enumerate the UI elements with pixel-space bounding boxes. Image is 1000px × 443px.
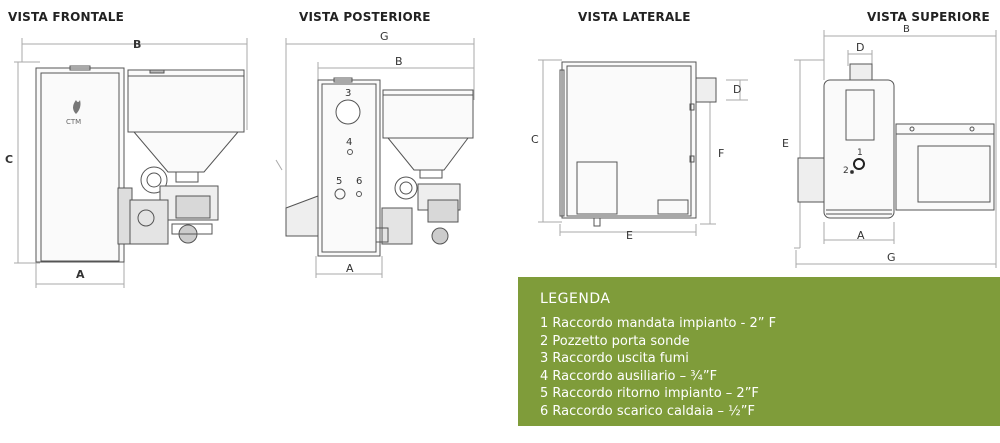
- side-dim-C: C: [531, 133, 539, 146]
- rear-dim-G: G: [380, 30, 389, 43]
- top-dim-G: G: [887, 251, 896, 264]
- legend-item: 1 Raccordo mandata impianto - 2” F: [540, 316, 777, 331]
- rear-callout-6: 6: [356, 176, 363, 187]
- top-callout-2: 2: [843, 166, 849, 176]
- rear-callout-5: 5: [336, 176, 343, 187]
- top-callout-1: 1: [857, 148, 863, 158]
- front-view-drawing: [14, 38, 248, 288]
- top-dim-A: A: [857, 229, 865, 242]
- side-view-drawing: [538, 59, 748, 236]
- front-dim-B: B: [133, 38, 142, 51]
- legend-item: 5 Raccordo ritorno impianto – 2”F: [540, 386, 759, 401]
- rear-view-title: VISTA POSTERIORE: [299, 10, 431, 24]
- rear-dim-B: B: [395, 55, 403, 68]
- top-view-drawing: [794, 30, 997, 268]
- side-dim-D: D: [733, 83, 742, 96]
- side-dim-E: E: [626, 229, 633, 242]
- legend-item: 4 Raccordo ausiliario – ¾”F: [540, 368, 718, 384]
- front-dim-C: C: [5, 153, 14, 166]
- top-dim-E: E: [782, 137, 789, 150]
- top-dim-B: B: [903, 24, 910, 35]
- top-view-title: VISTA SUPERIORE: [867, 10, 990, 24]
- top-dim-D: D: [856, 41, 865, 54]
- legend-item: 3 Raccordo uscita fumi: [540, 351, 689, 366]
- side-dim-F: F: [718, 147, 725, 160]
- side-view-title: VISTA LATERALE: [578, 10, 691, 24]
- rear-callout-3: 3: [345, 88, 352, 99]
- rear-dim-A: A: [346, 262, 354, 275]
- front-view-title: VISTA FRONTALE: [8, 10, 124, 24]
- ctm-logo: CTM: [66, 118, 82, 126]
- legend-list: 1 Raccordo mandata impianto - 2” F 2 Poz…: [540, 315, 776, 420]
- legend-title: LEGENDA: [540, 291, 611, 307]
- rear-view-drawing: [275, 38, 475, 278]
- front-dim-A: A: [76, 268, 85, 281]
- legend-panel: LEGENDA 1 Raccordo mandata impianto - 2”…: [518, 277, 1000, 426]
- legend-item: 2 Pozzetto porta sonde: [540, 333, 690, 349]
- rear-callout-4: 4: [346, 137, 353, 148]
- legend-item: 6 Raccordo scarico caldaia – ½”F: [540, 403, 755, 419]
